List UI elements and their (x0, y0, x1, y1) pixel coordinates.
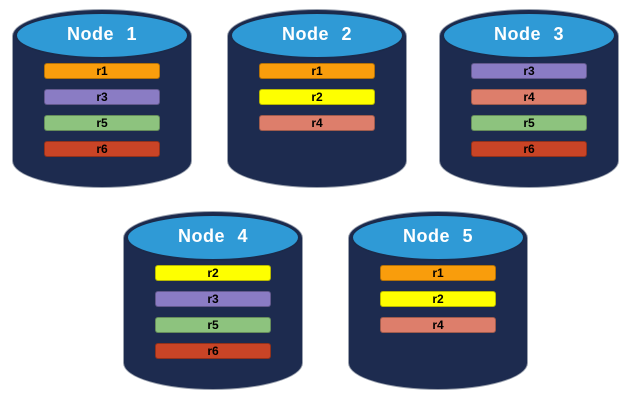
replica-bar: r5 (471, 115, 587, 131)
node-label: Node 3 (493, 24, 564, 44)
node-1-cylinder: Node 1 r1 r3 r5 r6 (12, 9, 192, 188)
database-cylinder-top: Node 3 (442, 12, 616, 59)
replica-list: r2 r3 r5 r6 (155, 265, 271, 359)
replica-list: r1 r3 r5 r6 (44, 63, 160, 157)
node-5-cylinder: Node 5 r1 r2 r4 (348, 211, 528, 390)
node-label: Node 4 (177, 226, 248, 246)
node-label: Node 1 (66, 24, 137, 44)
replica-bar: r3 (155, 291, 271, 307)
database-cylinder-top: Node 2 (230, 12, 404, 59)
node-label: Node 2 (281, 24, 352, 44)
replica-bar: r5 (44, 115, 160, 131)
replica-list: r1 r2 r4 (380, 265, 496, 333)
replica-bar: r1 (259, 63, 375, 79)
replica-bar: r2 (155, 265, 271, 281)
database-cylinder-top: Node 5 (351, 214, 525, 261)
replica-bar: r4 (259, 115, 375, 131)
node-label: Node 5 (402, 226, 473, 246)
replica-bar: r2 (259, 89, 375, 105)
replica-bar: r3 (471, 63, 587, 79)
database-cylinder-top: Node 4 (126, 214, 300, 261)
node-2-cylinder: Node 2 r1 r2 r4 (227, 9, 407, 188)
replica-bar: r4 (380, 317, 496, 333)
replica-list: r1 r2 r4 (259, 63, 375, 131)
replica-bar: r4 (471, 89, 587, 105)
replica-bar: r6 (155, 343, 271, 359)
replica-bar: r2 (380, 291, 496, 307)
replica-bar: r1 (44, 63, 160, 79)
replica-bar: r6 (471, 141, 587, 157)
node-3-cylinder: Node 3 r3 r4 r5 r6 (439, 9, 619, 188)
node-4-cylinder: Node 4 r2 r3 r5 r6 (123, 211, 303, 390)
replica-list: r3 r4 r5 r6 (471, 63, 587, 157)
database-cylinder-top: Node 1 (15, 12, 189, 59)
replica-bar: r1 (380, 265, 496, 281)
replica-bar: r5 (155, 317, 271, 333)
replica-bar: r6 (44, 141, 160, 157)
replica-bar: r3 (44, 89, 160, 105)
